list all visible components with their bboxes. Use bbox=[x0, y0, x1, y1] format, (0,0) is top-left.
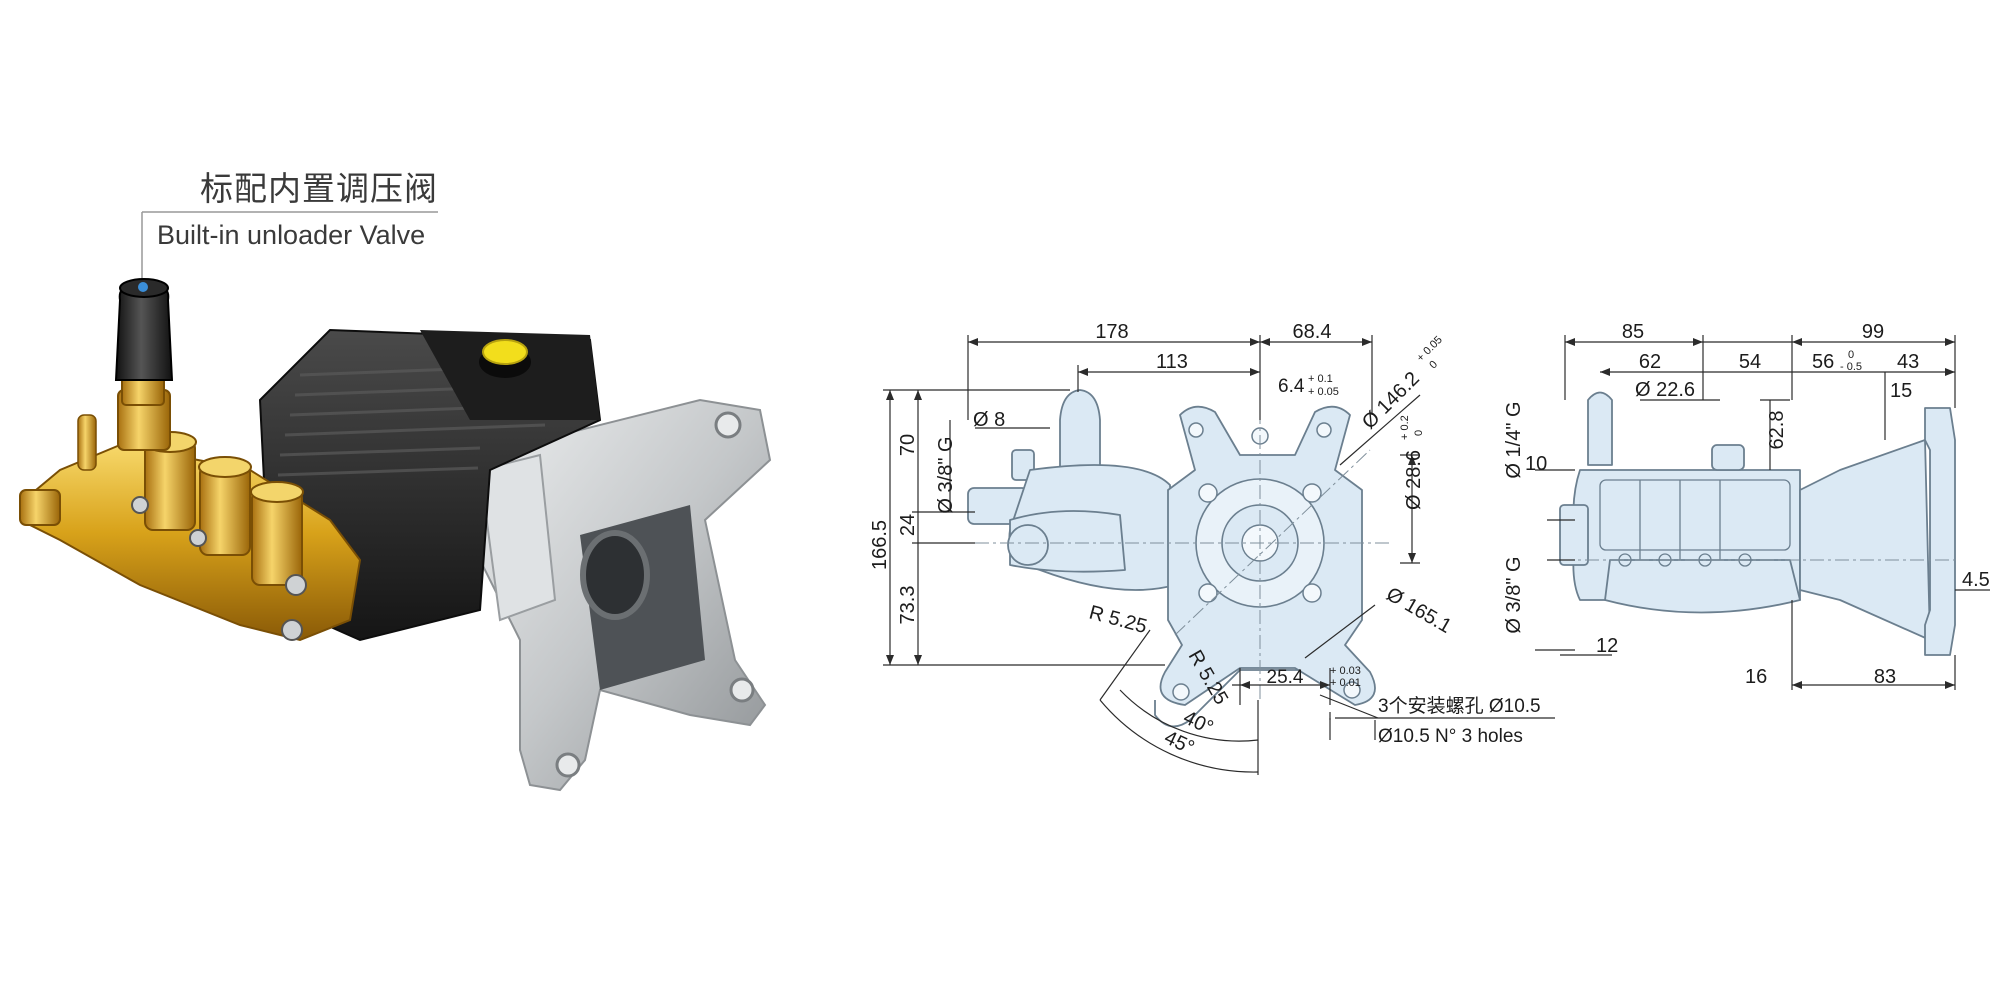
dim-dia-28-6-tol-lower: 0 bbox=[1413, 430, 1425, 436]
dim-6-4-tol-upper: + 0.1 bbox=[1308, 373, 1333, 385]
dim-6-4-tol-lower: + 0.05 bbox=[1308, 386, 1339, 398]
dim-56-tol-lower: - 0.5 bbox=[1840, 361, 1862, 373]
dim-15: 15 bbox=[1890, 380, 1912, 402]
dim-83: 83 bbox=[1874, 666, 1896, 688]
dim-166-5: 166.5 bbox=[869, 520, 891, 570]
dim-r-5-25-left: R 5.25 bbox=[1087, 602, 1150, 639]
dim-port-1-4-g: Ø 1/4" G bbox=[1503, 401, 1525, 478]
dim-dia-165-1: Ø 165.1 bbox=[1383, 583, 1456, 638]
dim-62-8: 62.8 bbox=[1766, 411, 1788, 450]
dim-12: 12 bbox=[1596, 635, 1618, 657]
dim-16: 16 bbox=[1745, 666, 1767, 688]
dim-85: 85 bbox=[1622, 321, 1644, 343]
callout-title-en: Built-in unloader Valve bbox=[157, 220, 426, 250]
dim-56-tol-upper: 0 bbox=[1848, 349, 1854, 361]
dim-54: 54 bbox=[1739, 351, 1761, 373]
unloader-valve-knob bbox=[114, 278, 174, 406]
dim-113: 113 bbox=[1156, 351, 1188, 373]
dim-port-3-8-g: Ø 3/8" G bbox=[935, 436, 957, 513]
motor-flange bbox=[478, 398, 772, 792]
dim-dia-28-6: Ø 28.6 bbox=[1403, 450, 1425, 510]
dim-73-3: 73.3 bbox=[897, 586, 919, 625]
dim-dia-8: Ø 8 bbox=[973, 409, 1005, 431]
dim-dia-22-6: Ø 22.6 bbox=[1635, 379, 1695, 401]
dim-dia-146-2-tol-lower: 0 bbox=[1427, 358, 1440, 371]
valve-marker-dot bbox=[138, 282, 148, 292]
dim-4-5: 4.5 bbox=[1962, 569, 1990, 591]
dim-dia-28-6-tol-upper: + 0.2 bbox=[1399, 415, 1411, 440]
dim-68-4: 68.4 bbox=[1293, 321, 1332, 343]
dim-56: 56 bbox=[1812, 351, 1834, 373]
callout-title-cn: 标配内置调压阀 bbox=[200, 169, 438, 208]
brass-manifold bbox=[19, 389, 362, 642]
dim-25-4: 25.4 bbox=[1267, 667, 1304, 688]
dim-25-4-tol-lower: + 0.01 bbox=[1330, 677, 1361, 689]
dim-62: 62 bbox=[1639, 351, 1661, 373]
dim-70: 70 bbox=[897, 434, 919, 456]
dim-10: 10 bbox=[1525, 453, 1547, 475]
dim-6-4: 6.4 bbox=[1278, 376, 1305, 397]
mounting-holes-en: Ø10.5 N° 3 holes bbox=[1378, 726, 1523, 747]
dim-99: 99 bbox=[1862, 321, 1884, 343]
pump-photo bbox=[19, 211, 772, 792]
mounting-holes-cn: 3个安装螺孔 Ø10.5 bbox=[1378, 695, 1541, 717]
dim-25-4-tol-upper: + 0.03 bbox=[1330, 665, 1361, 677]
dim-port-3-8-g-side: Ø 3/8" G bbox=[1503, 556, 1525, 633]
dim-178: 178 bbox=[1095, 321, 1128, 343]
pump-side-view-drawing: 85 99 62 54 56 0 - 0.5 43 15 Ø 22.6 62.8… bbox=[1503, 321, 1990, 690]
pump-front-view-drawing: 178 68.4 113 6.4 + 0.1 + 0.05 Ø 146.2 + … bbox=[869, 321, 1555, 775]
oil-cap bbox=[482, 339, 528, 365]
dim-24: 24 bbox=[897, 514, 919, 536]
dim-43: 43 bbox=[1897, 351, 1919, 373]
